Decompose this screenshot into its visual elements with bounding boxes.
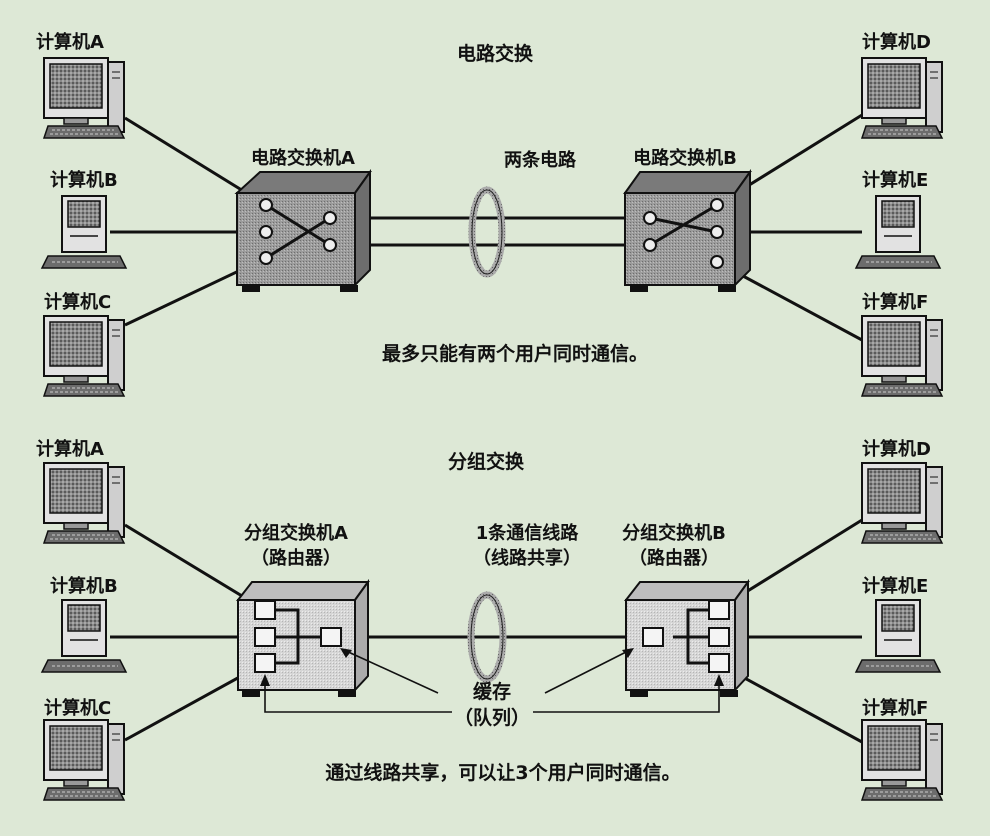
circuit-caption: 最多只能有两个用户同时通信。 [382,342,648,365]
packet-computer-b-label: 计算机B [50,575,118,597]
packet-title: 分组交换 [448,450,525,473]
packet-switch-b-label-2: （路由器） [629,547,719,569]
packet-computer-f: 计算机F [861,697,943,801]
circuit-switch-a [234,168,372,292]
packet-router-b [623,578,750,697]
packet-computer-e: 计算机E [855,575,941,673]
packet-computer-d: 计算机D [861,438,943,544]
circuit-computer-b-label: 计算机B [50,169,118,191]
packet-caption: 通过线路共享，可以让3个用户同时通信。 [325,761,680,784]
packet-switch-a-label-1: 分组交换机A [244,522,348,544]
circuit-title: 电路交换 [457,42,534,65]
packet-computer-e-label: 计算机E [862,575,928,597]
circuit-section: 电路交换 [36,31,943,397]
circuit-computer-f-label: 计算机F [862,291,928,313]
packet-link-label-2: （线路共享） [473,547,581,569]
circuit-switch-b-label: 电路交换机B [633,147,737,169]
packet-switch-b-label-1: 分组交换机B [622,522,726,544]
router-a-port-3 [254,653,276,673]
circuit-computer-c-label: 计算机C [44,291,111,313]
packet-router-a [235,578,370,697]
circuit-computer-f: 计算机F [861,291,943,397]
packet-computer-c: 计算机C [43,697,125,801]
circuit-computer-a-label: 计算机A [36,31,104,53]
packet-switch-a-label-2: （路由器） [251,547,341,569]
router-b-port-1 [708,600,730,620]
packet-computer-d-label: 计算机D [862,438,931,460]
router-b-buffer [642,627,664,647]
packet-section: 分组交换 分组交换机A （路由器） [36,438,943,801]
packet-computer-a: 计算机A [36,438,125,544]
router-a-buffer [320,627,342,647]
buffer-pointers [264,649,720,713]
packet-computer-b: 计算机B [41,575,127,673]
buffer-label-2: （队列） [454,706,530,729]
circuit-computer-d-label: 计算机D [862,31,931,53]
packet-link-label-1: 1条通信线路 [476,522,580,544]
circuit-computer-c: 计算机C [43,291,125,397]
circuit-link-label: 两条电路 [504,149,577,171]
router-b-port-2 [708,627,730,647]
circuit-computer-e-label: 计算机E [862,169,928,191]
circuit-computer-d: 计算机D [861,31,943,139]
router-a-port-1 [254,600,276,620]
packet-computer-c-label: 计算机C [44,697,111,719]
buffer-label-1: 缓存 [473,680,511,703]
circuit-computer-e: 计算机E [855,169,941,269]
circuit-switch-b [623,168,752,292]
packet-computer-f-label: 计算机F [862,697,928,719]
router-b-port-3 [708,653,730,673]
circuit-switch-a-label: 电路交换机A [251,147,355,169]
packet-computer-a-label: 计算机A [36,438,104,460]
router-a-port-2 [254,627,276,647]
circuit-computer-a: 计算机A [36,31,125,139]
circuit-computer-b: 计算机B [41,169,127,269]
